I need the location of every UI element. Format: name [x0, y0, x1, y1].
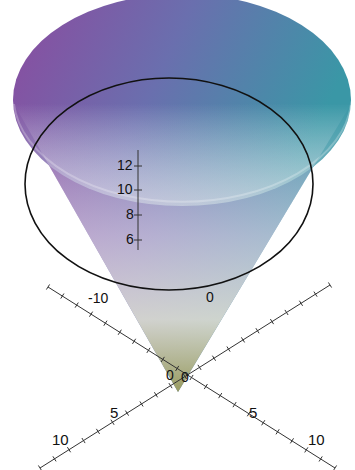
- axis-tick: [161, 357, 164, 362]
- axis-tick: [319, 456, 322, 461]
- axis-tick: [118, 330, 121, 335]
- axis-tick: [140, 401, 143, 406]
- axis-tick-label: 0: [206, 290, 214, 304]
- axis-tick: [190, 375, 193, 380]
- axis-tick: [38, 465, 41, 470]
- axis-tick: [204, 384, 207, 389]
- origin-label: 0: [181, 370, 189, 384]
- axis-tick: [233, 402, 236, 407]
- axis-tick: [111, 420, 114, 425]
- axis-tick: [82, 438, 85, 443]
- axis-tick: [75, 303, 78, 308]
- axis-tick: [256, 328, 259, 333]
- axis-tick: [61, 294, 64, 299]
- axis-tick: [53, 456, 56, 461]
- axis-tick: [176, 366, 179, 371]
- axis-tick: [333, 465, 336, 470]
- z-tick-label: 10: [117, 182, 133, 196]
- axis-tick: [198, 365, 201, 370]
- axis-tick: [89, 312, 92, 317]
- axis-tick-label: 10: [308, 432, 325, 447]
- axis-tick: [299, 301, 302, 306]
- axis-tick: [219, 393, 222, 398]
- axis-tick: [46, 284, 49, 289]
- axis-tick: [147, 348, 150, 353]
- axis-tick: [125, 411, 128, 416]
- axis-tick-label: 5: [249, 405, 257, 420]
- axis-tick: [314, 292, 317, 297]
- axis-tick: [212, 356, 215, 361]
- axis-tick: [270, 319, 273, 324]
- axis-tick: [290, 438, 293, 443]
- axis-tick: [104, 321, 107, 326]
- cone-surface: [13, 0, 351, 392]
- axis-tick: [132, 339, 135, 344]
- axis-tick-label: 5: [110, 405, 118, 420]
- axis-tick: [262, 420, 265, 425]
- axis-tick: [328, 282, 331, 287]
- z-tick-label: 8: [126, 207, 134, 221]
- axis-tick-label: 10: [52, 432, 69, 447]
- axis-tick: [241, 337, 244, 342]
- axis-tick: [169, 383, 172, 388]
- z-tick-label: 12: [117, 158, 133, 172]
- axis-tick: [227, 347, 230, 352]
- origin-label: 0: [166, 368, 174, 382]
- axis-tick: [276, 429, 279, 434]
- axis-tick: [154, 392, 157, 397]
- axis-tick: [285, 310, 288, 315]
- axis-tick-label: -10: [88, 291, 108, 305]
- axis-tick: [305, 447, 308, 452]
- level-curve: [25, 78, 313, 290]
- axes: [38, 150, 336, 470]
- axis-tick: [67, 447, 70, 452]
- axis-tick: [96, 429, 99, 434]
- z-tick-label: 6: [126, 232, 134, 246]
